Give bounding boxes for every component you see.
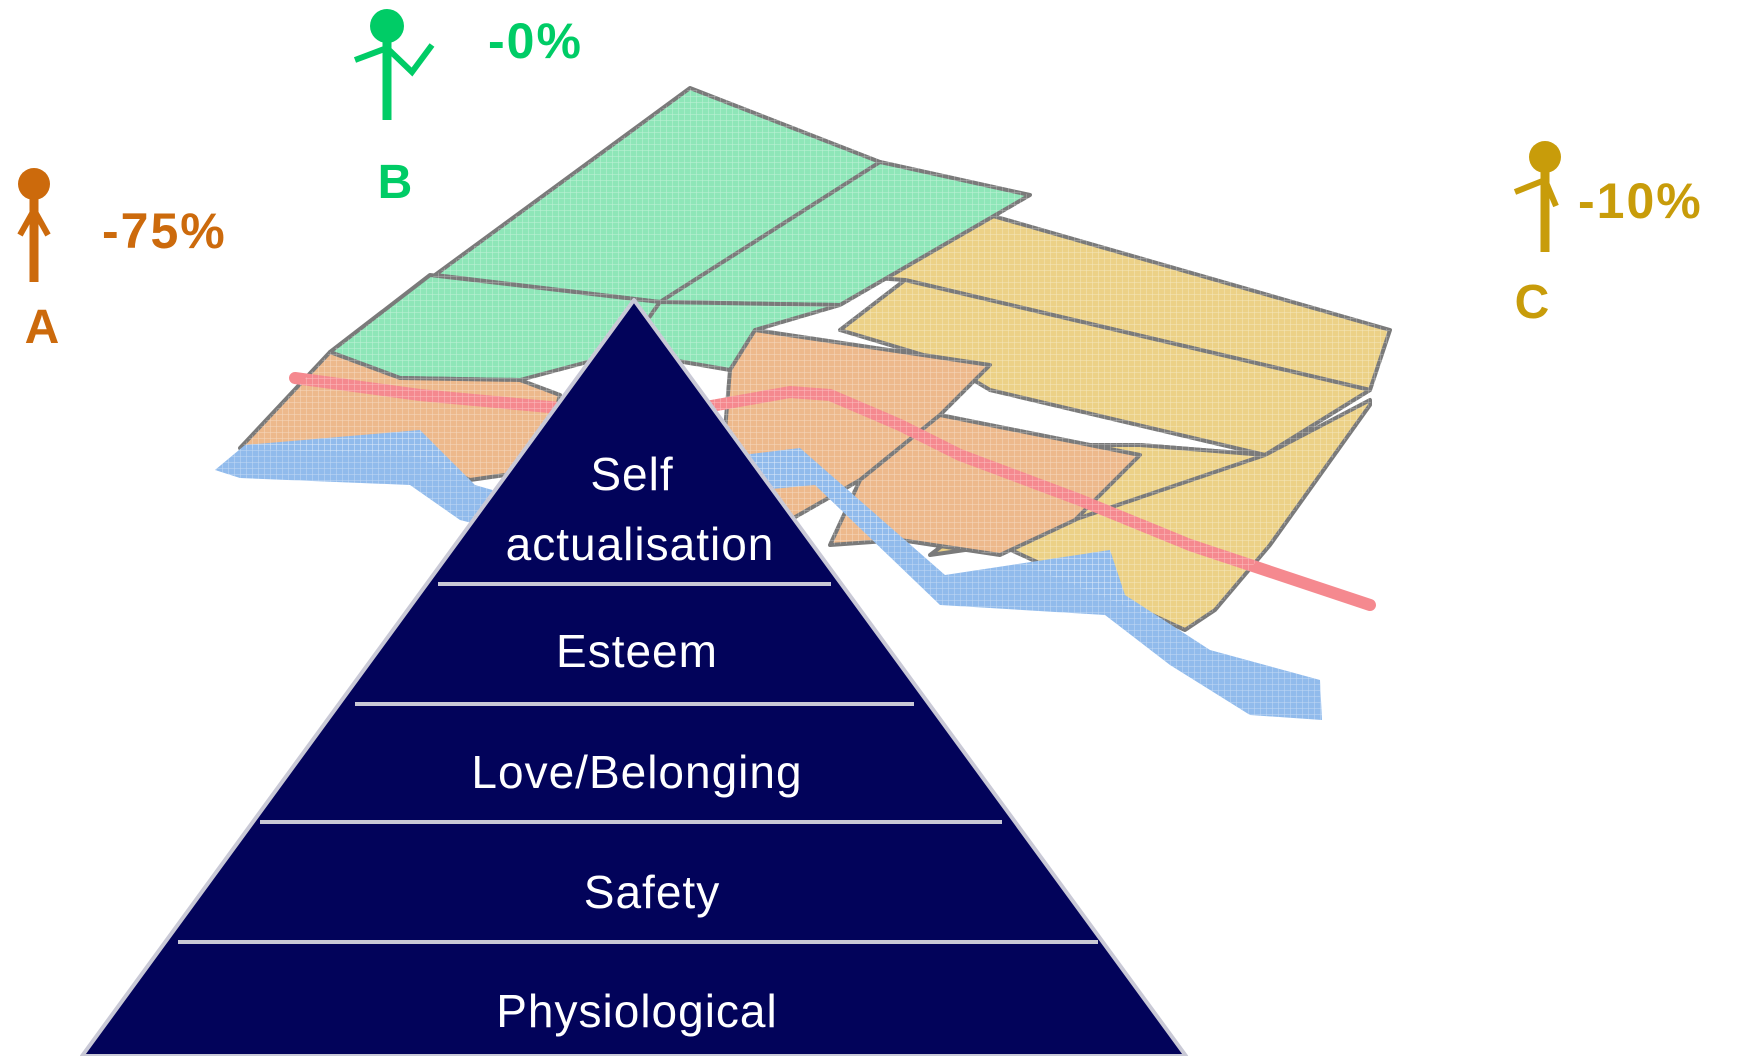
tier-safety: Safety (584, 866, 720, 918)
person-b: B -0% (353, 9, 583, 209)
tier-physiological: Physiological (496, 985, 777, 1037)
pyramid-body (80, 298, 1188, 1056)
person-b-letter: B (378, 156, 413, 209)
person-c-letter: C (1515, 276, 1550, 329)
tier-self-line1: Self (590, 448, 673, 500)
tier-esteem: Esteem (556, 625, 718, 677)
person-c: C -10% (1513, 141, 1703, 329)
tier-love-belonging: Love/Belonging (471, 746, 802, 798)
pyramid-dividers (178, 582, 1098, 944)
parcel-map (215, 86, 1392, 720)
needs-pyramid: Self actualisation Esteem Love/Belonging… (80, 298, 1188, 1056)
person-a: A -75% (17, 168, 227, 354)
person-standing-icon (17, 168, 51, 282)
person-waving-icon (353, 9, 435, 120)
person-b-percent: -0% (488, 13, 583, 69)
person-a-percent: -75% (102, 203, 227, 259)
person-a-letter: A (25, 301, 60, 354)
person-c-percent: -10% (1578, 173, 1703, 229)
tier-self-line2: actualisation (506, 518, 775, 570)
person-standing-icon (1513, 141, 1561, 252)
